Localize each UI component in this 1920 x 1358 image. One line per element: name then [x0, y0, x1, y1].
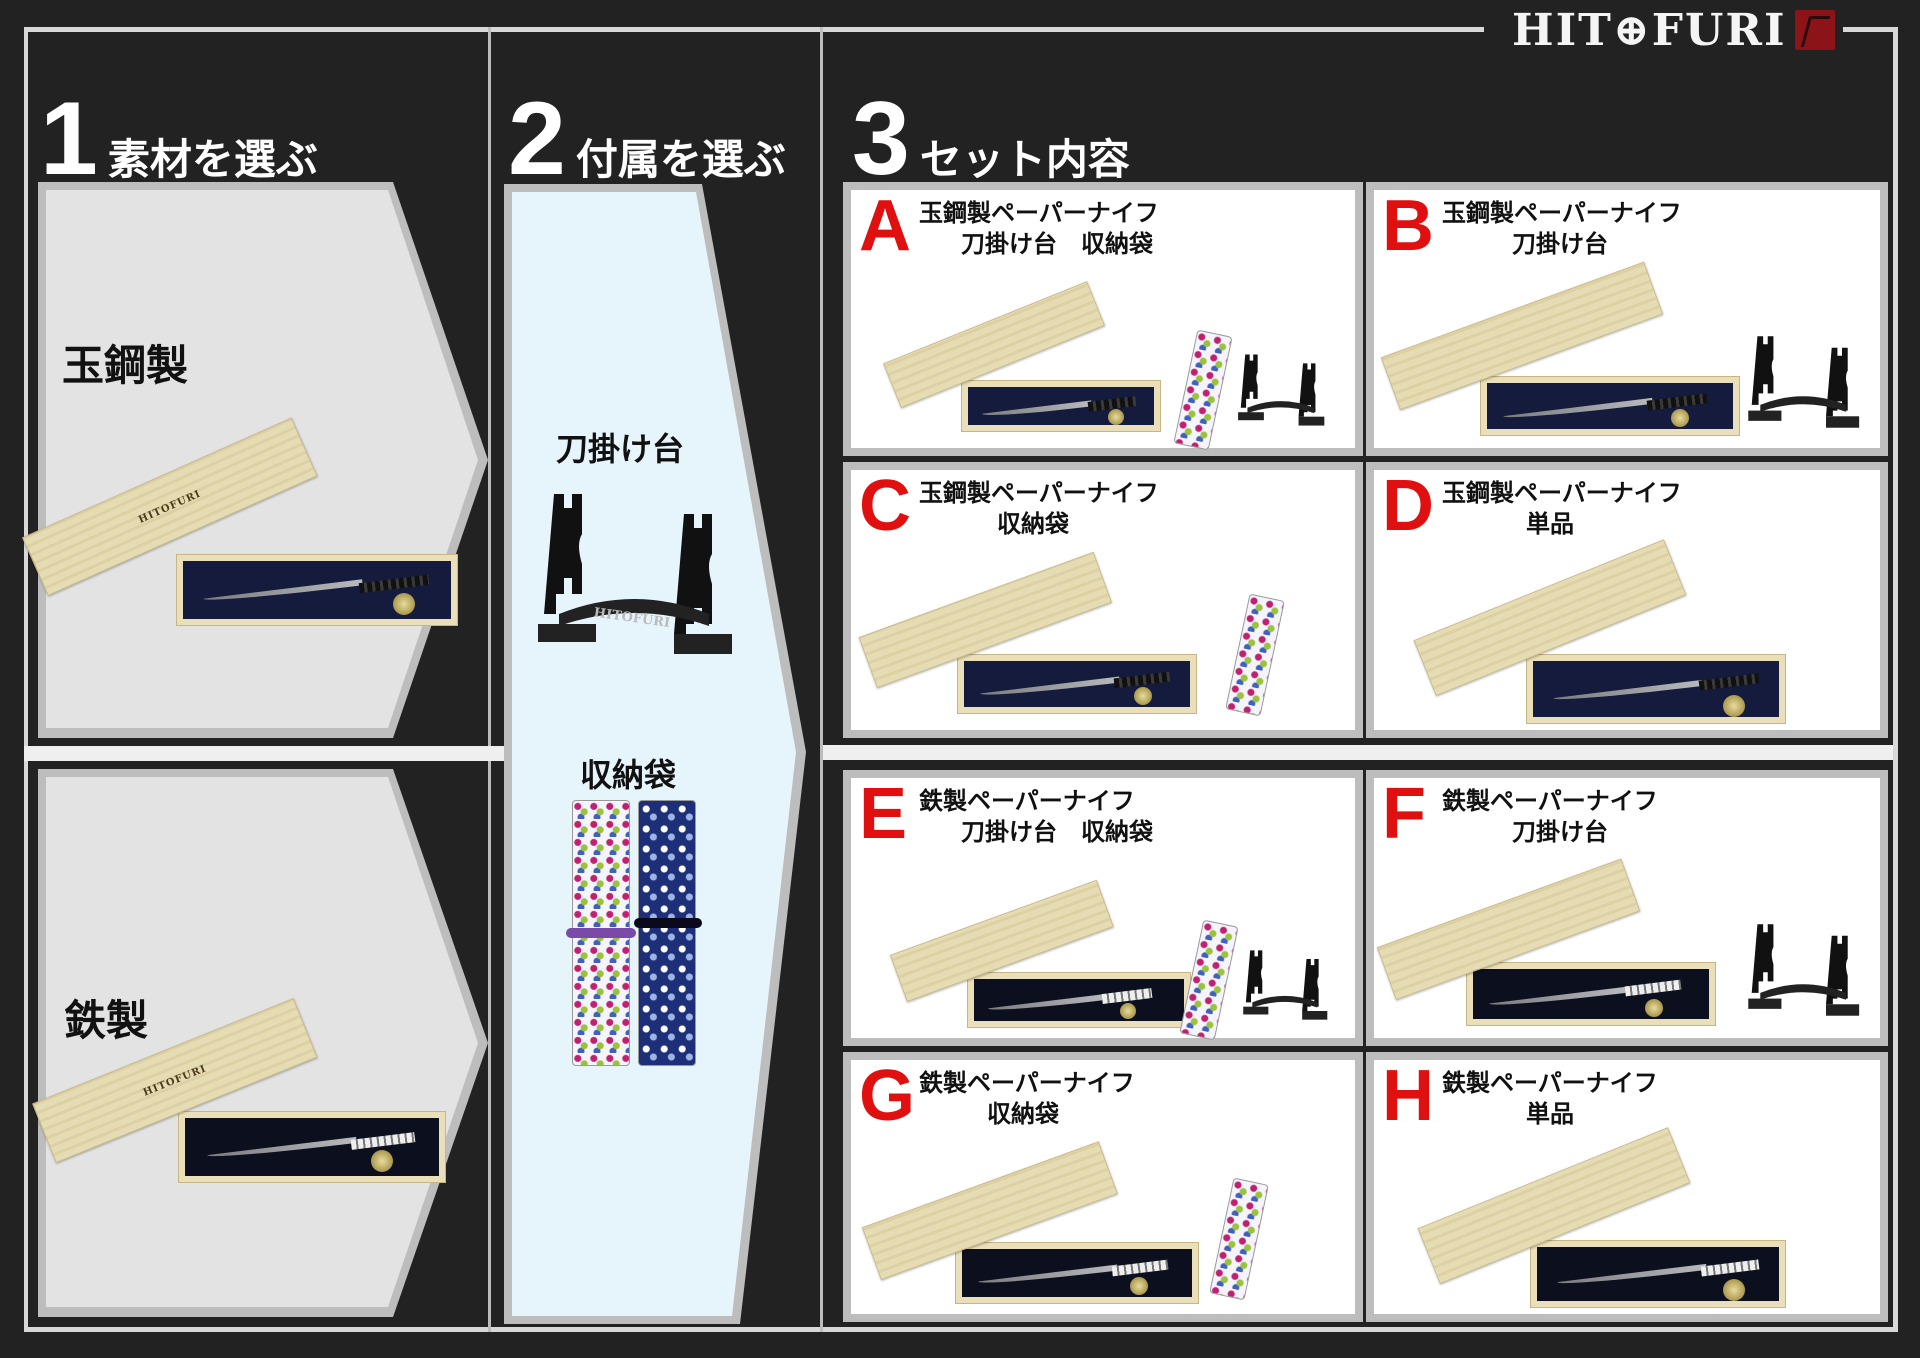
set-title: 鉄製ペーパーナイフ — [1442, 1069, 1658, 1097]
set-title: 玉鋼製ペーパーナイフ — [919, 199, 1159, 227]
knife-box-image — [883, 281, 1201, 440]
knife-box-image — [858, 551, 1197, 724]
set-letter: F — [1382, 774, 1426, 854]
set-card-h[interactable]: H 鉄製ペーパーナイフ 単品 — [1366, 1052, 1888, 1322]
accessory-label: 刀掛け台 — [556, 430, 685, 468]
set-title: 鉄製ペーパーナイフ — [919, 787, 1135, 815]
set-title: 鉄製ペーパーナイフ — [919, 1069, 1135, 1097]
knife-box-image — [861, 1141, 1201, 1312]
brand-logo: HIT⊕FURI — [1512, 4, 1835, 56]
set-contents: 刀掛け台 — [1512, 230, 1608, 258]
set-contents: 単品 — [1526, 1100, 1574, 1128]
set-card-f[interactable]: F 鉄製ペーパーナイフ 刀掛け台 — [1366, 770, 1888, 1046]
set-contents: 収納袋 — [997, 510, 1069, 538]
set-letter: A — [859, 186, 911, 266]
set-title: 玉鋼製ペーパーナイフ — [1442, 479, 1682, 507]
set-title: 玉鋼製ペーパーナイフ — [919, 479, 1159, 507]
step-number: 3 — [852, 81, 910, 197]
storage-bag-image — [1225, 593, 1285, 717]
step-number: 2 — [508, 81, 566, 197]
set-contents: 単品 — [1526, 510, 1574, 538]
set-card-c[interactable]: C 玉鋼製ペーパーナイフ 収納袋 — [843, 462, 1363, 738]
material-option-iron[interactable]: 鉄製 HITOFURI — [32, 769, 488, 1317]
material-label: 玉鋼製 — [62, 341, 189, 390]
frame-right — [1893, 27, 1898, 1332]
material-label: 鉄製 — [64, 996, 149, 1045]
set-contents: 刀掛け台 — [1512, 818, 1608, 846]
seal-icon — [1794, 10, 1835, 50]
step-label: 付属を選ぶ — [575, 135, 786, 185]
step-number: 1 — [40, 81, 98, 197]
step-2-heading: 2 付属を選ぶ — [508, 81, 786, 197]
set-contents: 収納袋 — [987, 1100, 1059, 1128]
box-brand: HITOFURI — [136, 488, 203, 526]
sword-stand-icon — [1748, 924, 1860, 1016]
sword-stand-icon — [1748, 336, 1860, 428]
sword-stand-icon — [1243, 950, 1328, 1020]
knife-box-image — [889, 879, 1207, 1038]
set-card-g[interactable]: G 鉄製ペーパーナイフ 収納袋 — [843, 1052, 1363, 1322]
step-3-heading: 3 セット内容 — [852, 81, 1130, 197]
set-letter: G — [859, 1056, 916, 1136]
set-letter: B — [1382, 186, 1434, 266]
accessory-label: 収納袋 — [580, 756, 677, 794]
frame-top-right — [1843, 27, 1898, 32]
frame-bottom — [24, 1327, 1898, 1332]
set-card-d[interactable]: D 玉鋼製ペーパーナイフ 単品 — [1366, 462, 1888, 738]
box-brand: HITOFURI — [141, 1062, 208, 1099]
logo-text: HIT⊕FURI — [1512, 4, 1787, 56]
set-card-b[interactable]: B 玉鋼製ペーパーナイフ 刀掛け台 — [1366, 182, 1888, 456]
material-option-tamahagane[interactable]: 玉鋼製 HITOFURI — [21, 182, 488, 738]
knife-box-image — [1380, 261, 1740, 446]
row-divider-sets — [823, 745, 1893, 760]
knife-box-image — [1376, 858, 1716, 1036]
set-letter: C — [859, 466, 911, 546]
knife-box-image: HITOFURI — [32, 998, 452, 1249]
bag-cord — [634, 918, 702, 928]
set-letter: H — [1382, 1056, 1434, 1136]
frame-left — [24, 27, 28, 1332]
set-title: 玉鋼製ペーパーナイフ — [1442, 199, 1682, 227]
column-divider-2 — [820, 27, 823, 1332]
set-letter: E — [859, 774, 908, 854]
set-contents: 刀掛け台 収納袋 — [961, 818, 1153, 846]
row-divider-materials — [24, 746, 504, 761]
sword-stand-icon — [1238, 354, 1325, 426]
step-label: セット内容 — [919, 135, 1130, 185]
storage-bag-image — [1209, 1177, 1269, 1301]
sword-stand-icon: HITOFURI — [538, 494, 732, 654]
knife-box-image: HITOFURI — [21, 417, 458, 682]
set-card-e[interactable]: E 鉄製ペーパーナイフ 刀掛け台 収納袋 — [843, 770, 1363, 1046]
step-1-heading: 1 素材を選ぶ — [40, 81, 318, 197]
set-title: 鉄製ペーパーナイフ — [1442, 787, 1658, 815]
frame-top-left — [24, 27, 1484, 32]
bag-cord — [566, 928, 636, 938]
accessory-panel: 刀掛け台 HITOFURI 収納袋 — [504, 184, 806, 1324]
set-card-a[interactable]: A 玉鋼製ペーパーナイフ 刀掛け台 収納袋 — [843, 182, 1363, 456]
column-divider-1 — [488, 27, 491, 1332]
set-contents: 刀掛け台 収納袋 — [961, 230, 1153, 258]
step-label: 素材を選ぶ — [107, 135, 318, 185]
storage-bag-navy-image — [638, 800, 696, 1066]
knife-box-image — [1413, 539, 1796, 730]
knife-box-image — [1417, 1127, 1800, 1316]
set-letter: D — [1382, 466, 1434, 546]
